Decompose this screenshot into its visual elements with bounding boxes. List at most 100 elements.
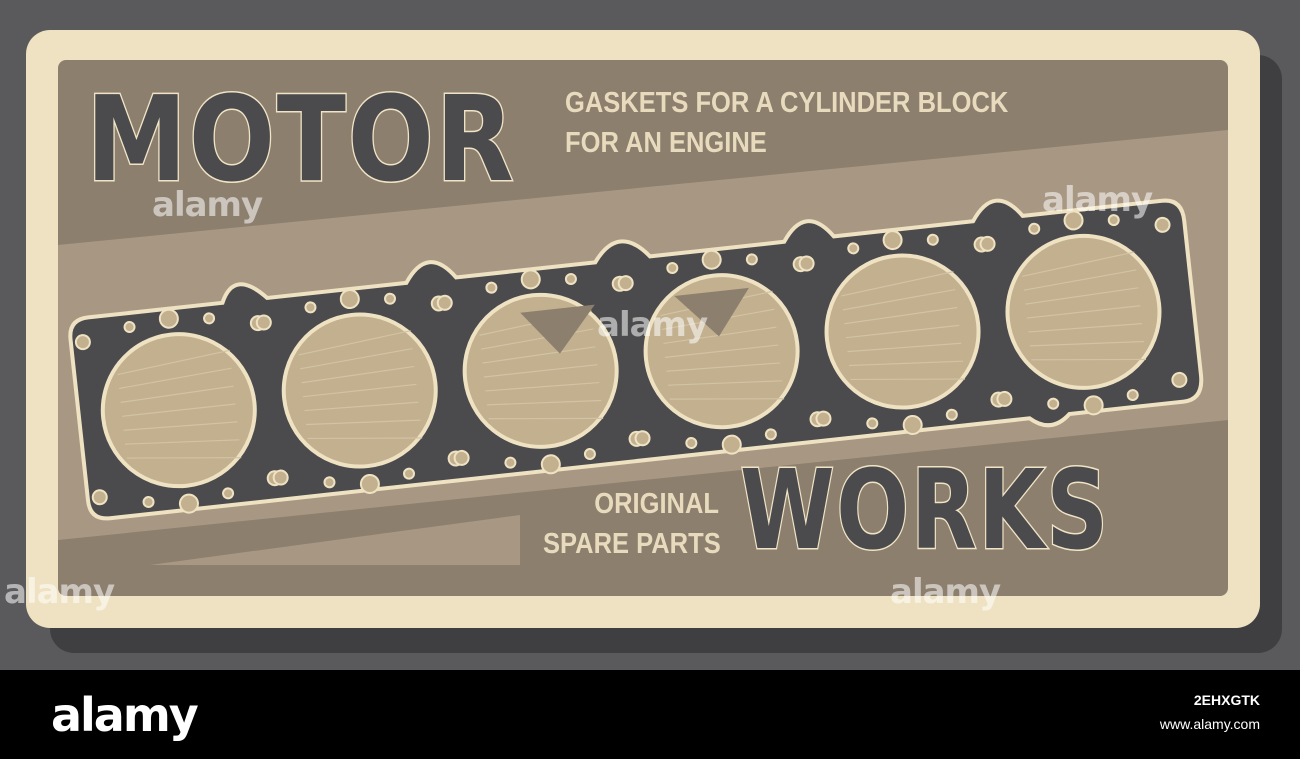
bolt-hole <box>882 230 903 251</box>
bore-highlight <box>120 385 234 403</box>
bore-highlight <box>482 346 596 364</box>
watermark: alamy <box>152 185 263 225</box>
bolt-hole <box>1028 222 1041 235</box>
bore-highlight <box>299 347 413 370</box>
bolt-hole <box>520 269 541 290</box>
bore-highlight <box>123 421 238 431</box>
bolt-hole <box>403 467 416 480</box>
bore-highlight <box>848 360 964 367</box>
alamy-logo[interactable]: alamy <box>51 688 199 742</box>
bore-highlight <box>841 271 954 297</box>
bolt-hole <box>764 428 777 441</box>
diagonal-stripe <box>150 515 520 565</box>
bore-highlight <box>1023 269 1137 291</box>
footer-bar: alamy 2EHXGTK www.alamy.com <box>0 670 1300 759</box>
bore-highlight <box>844 306 958 325</box>
watermark: alamy <box>890 572 1001 612</box>
bore-highlight <box>122 403 236 417</box>
tagline: ORIGINAL SPARE PARTS <box>543 484 721 564</box>
bore-highlight <box>298 330 411 356</box>
gasket-cutout-left <box>520 304 595 354</box>
bolt-hole <box>158 308 179 329</box>
subtitle-line-1: GASKETS FOR A CYLINDER BLOCK <box>565 87 1009 119</box>
bore-highlight <box>1026 305 1141 319</box>
bore-highlight <box>119 367 232 390</box>
bore-highlight <box>666 362 781 372</box>
bolt-hole <box>1107 214 1120 227</box>
bore-highlight <box>845 324 960 339</box>
bore-highlight <box>669 398 785 400</box>
bolt-hole <box>304 301 317 314</box>
bolt-hole <box>1083 395 1104 416</box>
bore-highlight <box>488 417 604 420</box>
bolt-hole <box>721 434 742 455</box>
bolt-hole <box>383 292 396 305</box>
bore-highlight <box>306 419 421 426</box>
bore-highlight <box>126 457 242 459</box>
bolt-hole <box>1171 371 1188 388</box>
bolt-hole <box>847 242 860 255</box>
bore-highlight <box>487 399 602 406</box>
bolt-hole <box>123 320 136 333</box>
bolt-hole <box>1126 389 1139 402</box>
bolt-hole <box>634 430 651 447</box>
bolt-hole <box>178 493 199 514</box>
bolt-hole <box>866 417 879 430</box>
bolt-hole <box>255 314 272 331</box>
bore-highlight <box>847 342 962 353</box>
bolt-hole <box>485 281 498 294</box>
bolt-hole <box>996 390 1013 407</box>
bore-highlight <box>1029 340 1145 347</box>
bore-highlight <box>304 401 419 412</box>
bolt-hole <box>436 294 453 311</box>
bolt-hole <box>1063 210 1084 231</box>
bolt-hole <box>583 448 596 461</box>
bolt-hole <box>222 487 235 500</box>
bolt-hole <box>798 255 815 272</box>
bolt-hole <box>564 273 577 286</box>
bore-highlight <box>485 381 600 392</box>
bore-highlight <box>1031 358 1146 361</box>
gasket-cutout-right <box>674 287 749 337</box>
bore-highlight <box>125 439 240 445</box>
bore-highlight <box>663 326 777 345</box>
bolt-hole <box>902 414 923 435</box>
subtitle-line-2: FOR AN ENGINE <box>565 127 767 159</box>
cylinder-head-gasket-icon <box>68 198 1204 521</box>
bolt-hole <box>1047 397 1060 410</box>
bolt-hole <box>685 436 698 449</box>
bore-highlight <box>842 289 956 311</box>
bolt-hole <box>272 469 289 486</box>
bolt-hole <box>323 476 336 489</box>
image-id: 2EHXGTK <box>1193 692 1260 708</box>
bolt-hole <box>815 410 832 427</box>
watermark: alamy <box>4 572 115 612</box>
bore-highlight <box>664 344 779 358</box>
watermark: alamy <box>1042 180 1153 220</box>
bore-highlight <box>483 364 598 378</box>
tagline-line-1: ORIGINAL <box>594 488 719 520</box>
bolt-hole <box>339 289 360 310</box>
bolt-hole <box>142 495 155 508</box>
watermark: alamy <box>597 305 708 345</box>
bolt-hole <box>359 473 380 494</box>
bore-highlight <box>667 380 783 386</box>
bolt-hole <box>504 456 517 469</box>
bore-highlight <box>303 383 417 398</box>
bore-highlight <box>1025 287 1139 305</box>
bolt-hole <box>926 233 939 246</box>
bore-highlight <box>850 378 966 381</box>
bolt-hole <box>979 235 996 252</box>
bolt-hole <box>540 454 561 475</box>
bolt-hole <box>945 408 958 421</box>
headline-works: WORKS <box>739 446 1110 574</box>
site-url[interactable]: www.alamy.com <box>1159 716 1260 732</box>
bore-highlight <box>301 365 415 384</box>
bolt-hole <box>91 489 108 506</box>
bore-highlight <box>307 437 423 440</box>
bore-highlight <box>117 349 230 376</box>
bolt-hole <box>666 262 679 275</box>
bolt-hole <box>701 249 722 270</box>
bolt-hole <box>1154 216 1171 233</box>
headline-motor: MOTOR <box>85 70 516 208</box>
